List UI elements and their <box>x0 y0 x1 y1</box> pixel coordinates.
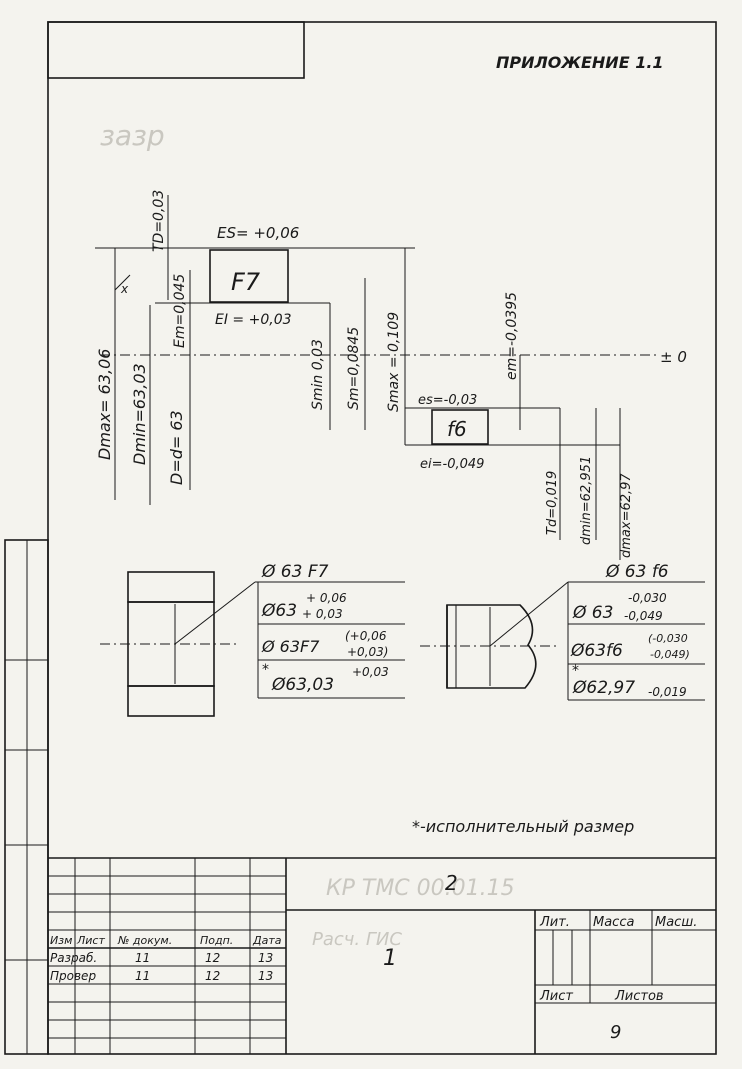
shaft-tolerance-field <box>431 409 489 445</box>
faint-code: КР ТМС 00.01.15 <box>326 876 515 901</box>
hole-sketch <box>100 571 256 717</box>
header-sign: Подп. <box>200 934 233 947</box>
row-razrab-sign: 12 <box>205 951 220 965</box>
hole-callout-line1: Ø 63 F7 <box>261 562 329 582</box>
row-razrab-date: 13 <box>258 951 273 965</box>
sheet-count: 9 <box>610 1022 621 1043</box>
em-shaft-label: em=-0,0395 <box>504 292 520 380</box>
list-label: Лист <box>539 989 573 1004</box>
td-hole-label: TD=0,03 <box>151 190 167 252</box>
shaft-field-label: f6 <box>447 417 467 441</box>
zero-label: ± 0 <box>660 348 687 366</box>
shaft-callout-line2: Ø 63 <box>572 603 613 623</box>
hole-callout: Ø 63 F7 Ø63 + 0,06 + 0,03 Ø 63F7 (+0,06 … <box>255 562 405 699</box>
shaft-callout-line1: Ø 63 f6 <box>605 562 669 582</box>
masht-label: Масш. <box>655 915 697 930</box>
hole-callout-line4-sup: +0,03 <box>352 665 389 679</box>
appendix-title: ПРИЛОЖЕНИЕ 1.1 <box>496 53 664 72</box>
row-prover-doc: 11 <box>135 969 150 983</box>
header-doc: № докум. <box>117 934 172 947</box>
ei-label: EI = +0,03 <box>215 312 292 328</box>
massa-label: Масса <box>593 915 634 930</box>
faint-doodle: зазр <box>100 119 165 152</box>
smin-label: Smin 0,03 <box>310 339 326 410</box>
shaft-callout-line2-low: -0,049 <box>624 609 663 623</box>
faint-name: Расч. ГИС <box>312 929 402 950</box>
shaft-callout-line3-up: (-0,030 <box>648 632 688 645</box>
header-list: Лист <box>76 934 105 947</box>
hole-callout-line4: Ø63,03 <box>271 675 334 695</box>
lit-label: Лит. <box>539 915 570 930</box>
dmin-shaft-label: dmin=62,951 <box>579 456 594 545</box>
nominal-label: D=d= 63 <box>167 410 186 485</box>
hole-callout-line2-up: + 0,06 <box>306 591 347 605</box>
row-prover-role: Провер <box>50 969 96 983</box>
ei-shaft-label: ei=-0,049 <box>420 457 484 472</box>
header-izm: Изм <box>50 934 72 947</box>
hole-callout-line2-low: + 0,03 <box>302 607 343 621</box>
hole-callout-line3: Ø 63F7 <box>261 637 320 656</box>
header-date: Дата <box>252 934 282 947</box>
dmin-label: Dmin=63,03 <box>130 363 149 465</box>
title-block: Изм Лист № докум. Подп. Дата Разраб. 11 … <box>48 857 716 1054</box>
hole-field-label: F7 <box>231 268 261 296</box>
row-prover-date: 13 <box>258 969 273 983</box>
dmax-label: Dmax= 63,06 <box>95 349 114 460</box>
hole-callout-line2: Ø63 <box>261 601 297 621</box>
row-prover-sign: 12 <box>205 969 220 983</box>
listov-label: Листов <box>614 989 664 1004</box>
x-mark: x <box>120 282 129 296</box>
code-number: 2 <box>445 871 458 895</box>
dmax-shaft-label: dmax=62,97 <box>619 473 634 558</box>
tolerance-diagram: ± 0 F7 ES= +0,06 EI = +0,03 f6 es=-0,03 … <box>95 190 687 560</box>
footnote: *-исполнительный размер <box>412 817 634 836</box>
td-shaft-label: Td=0,019 <box>545 471 560 535</box>
shaft-callout-line3: Ø63f6 <box>570 641 623 661</box>
smax-label: Smax = 0,109 <box>386 312 402 412</box>
shaft-sketch <box>420 581 569 689</box>
row-razrab-role: Разраб. <box>50 951 97 965</box>
hole-callout-line3-up: (+0,06 <box>345 629 387 643</box>
shaft-callout-line3-low: -0,049) <box>650 648 690 661</box>
sm-label: Sm=0,0845 <box>346 327 362 410</box>
es-shaft-label: es=-0,03 <box>418 393 477 408</box>
es-label: ES= +0,06 <box>217 224 299 242</box>
shaft-callout: Ø 63 f6 Ø 63 -0,030 -0,049 Ø63f6 (-0,030… <box>567 562 705 701</box>
shaft-callout-star: * <box>572 663 579 679</box>
shaft-callout-line2-up: -0,030 <box>628 591 667 605</box>
top-stamp-box <box>47 21 305 79</box>
em-hole-label: Em=0,045 <box>172 274 188 348</box>
hole-tolerance-field <box>209 249 289 303</box>
sheet-frame <box>47 21 717 1055</box>
shaft-callout-line4-sub: -0,019 <box>648 685 687 699</box>
name-number: 1 <box>383 946 397 971</box>
hole-callout-star: * <box>262 662 269 678</box>
shaft-callout-line4: Ø62,97 <box>572 678 635 698</box>
hole-callout-line3-low: +0,03) <box>347 645 388 659</box>
row-razrab-doc: 11 <box>135 951 150 965</box>
